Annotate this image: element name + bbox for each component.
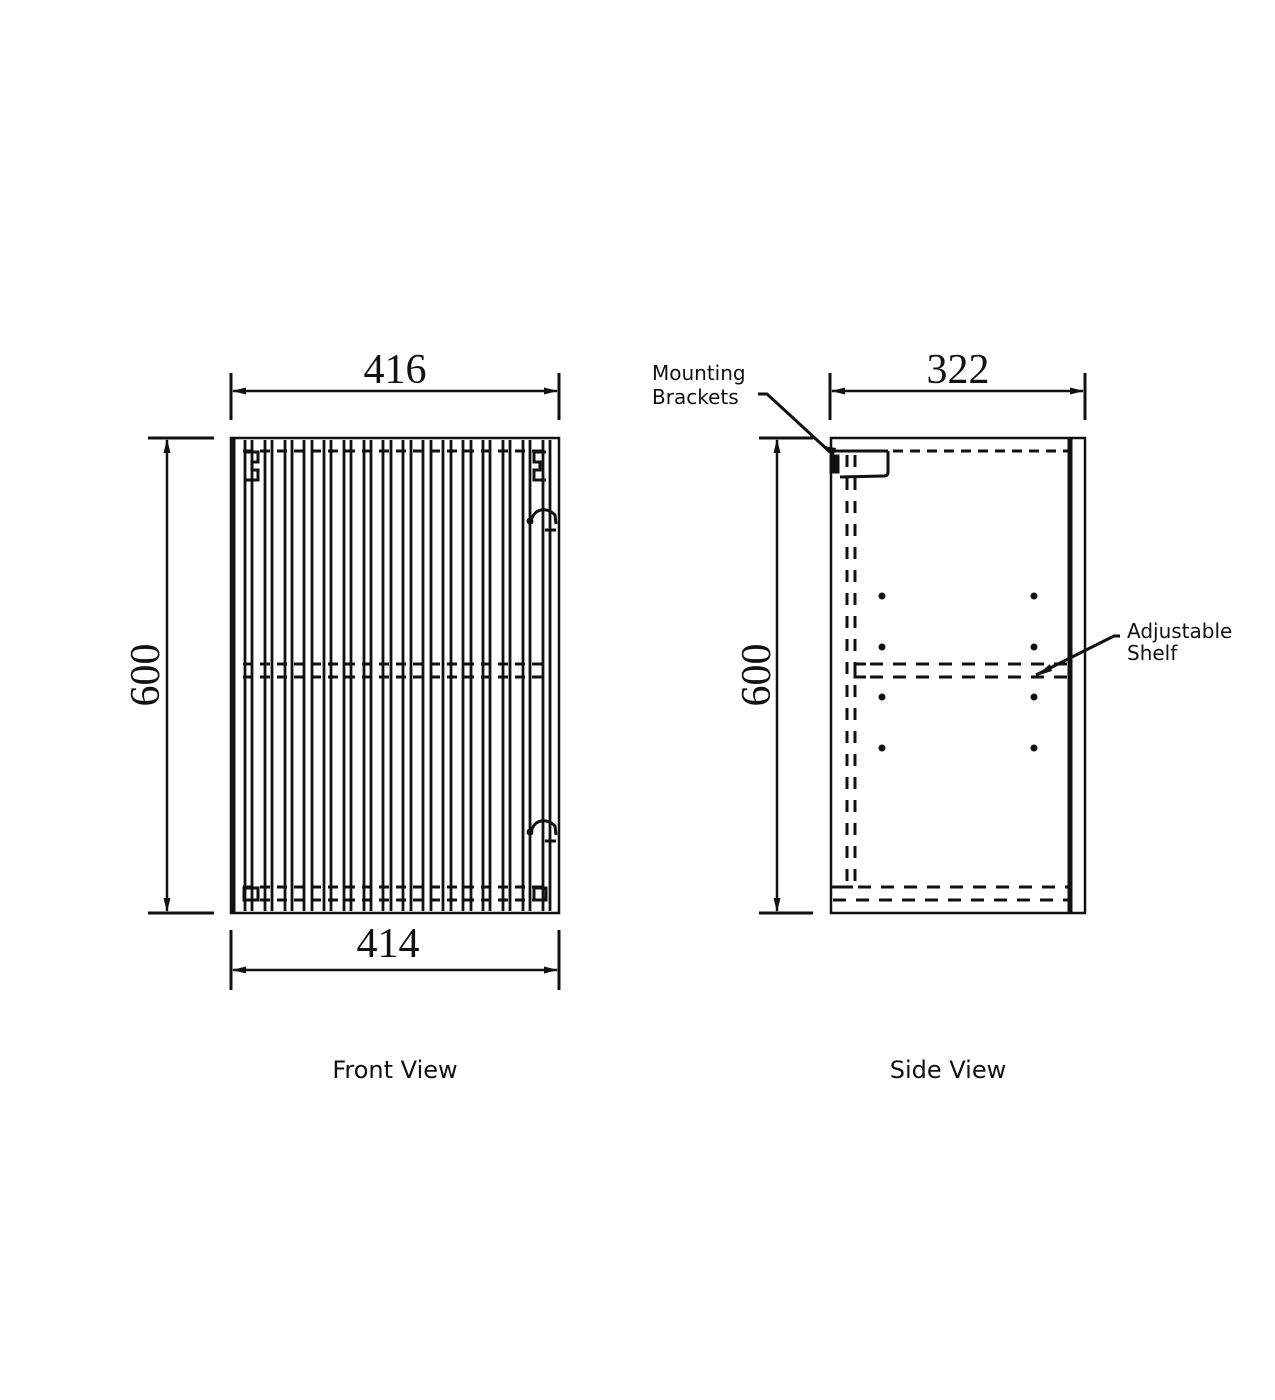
- mounting-brackets-label-line1: Mounting: [652, 361, 746, 385]
- front-top-width-dimension: 416: [229, 347, 561, 420]
- side-depth-dimension: 322: [828, 347, 1087, 420]
- adjustable-shelf-label-line2: Shelf: [1127, 641, 1178, 665]
- side-height-dimension: 600: [734, 436, 813, 915]
- side-bottom-panel: [831, 885, 1068, 902]
- front-mounting-bracket-icons: [242, 450, 548, 902]
- front-height-label: 600: [123, 644, 169, 707]
- adjustable-shelf-label-line1: Adjustable: [1127, 619, 1232, 643]
- front-view-caption: Front View: [332, 1056, 457, 1084]
- side-shelf-pin-holes: [878, 592, 1038, 752]
- front-width-bottom-label: 414: [357, 921, 420, 967]
- mounting-brackets-label-line2: Brackets: [652, 385, 739, 409]
- side-adjustable-shelf: [853, 662, 1068, 679]
- front-view: 416 600: [123, 347, 561, 1084]
- side-view-caption: Side View: [890, 1056, 1006, 1084]
- side-mounting-bracket-icon: [829, 451, 890, 479]
- mounting-brackets-callout: Mounting Brackets: [652, 361, 836, 458]
- adjustable-shelf-callout: Adjustable Shelf: [1035, 619, 1232, 677]
- side-view: 322 600: [652, 347, 1232, 1084]
- front-hinge-icons: [526, 508, 558, 843]
- side-depth-label: 322: [927, 347, 990, 393]
- front-hidden-shelves: [243, 449, 550, 902]
- front-bottom-width-dimension: 414: [229, 921, 561, 990]
- front-width-top-label: 416: [364, 347, 427, 393]
- side-height-label: 600: [734, 644, 780, 707]
- front-height-dimension: 600: [123, 436, 214, 915]
- side-cabinet-outline: [829, 436, 1087, 915]
